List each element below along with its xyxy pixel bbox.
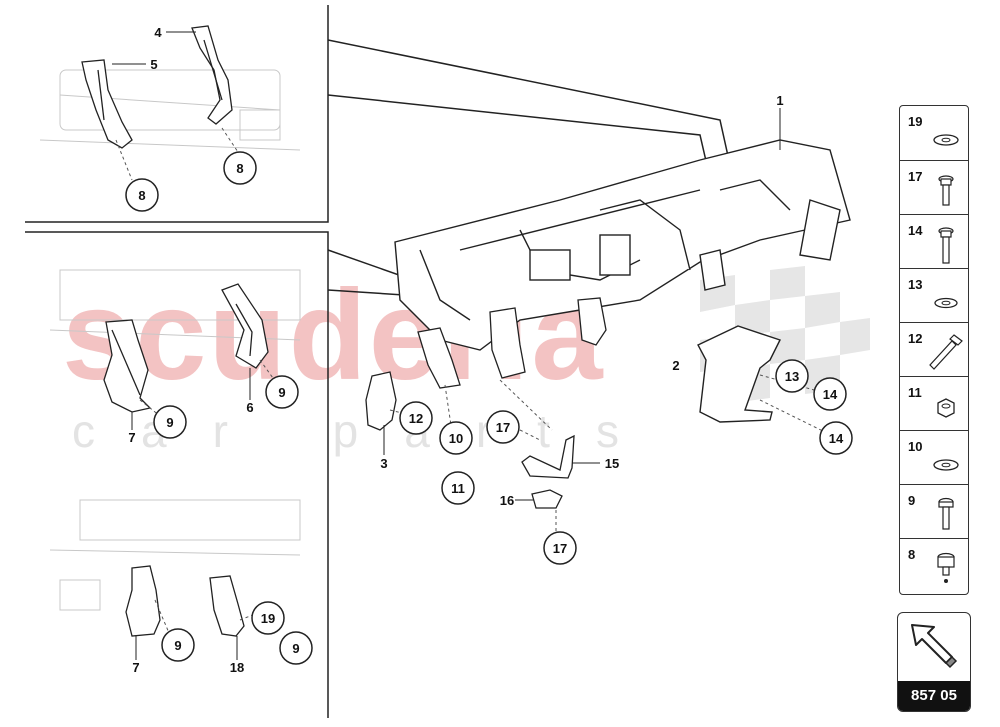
callout-1: 1 bbox=[776, 93, 783, 108]
bolt-flange-icon bbox=[938, 175, 954, 206]
callout-10: 10 bbox=[449, 431, 463, 446]
legend-number: 8 bbox=[908, 547, 916, 562]
callout-12: 12 bbox=[409, 411, 423, 426]
callout-9b: 9 bbox=[166, 415, 173, 430]
fastener-legend-panel: 19 17 14 13 12 1 bbox=[899, 105, 969, 595]
callout-14a: 14 bbox=[823, 387, 838, 402]
legend-number: 17 bbox=[908, 169, 923, 184]
callout-13: 13 bbox=[785, 369, 799, 384]
legend-number: 12 bbox=[908, 331, 923, 346]
cross-member-part-1 bbox=[394, 139, 851, 351]
callout-4: 4 bbox=[154, 25, 162, 40]
duct-part-7-lower bbox=[125, 565, 161, 637]
callout-2: 2 bbox=[672, 358, 679, 373]
navigation-box[interactable]: 857 05 bbox=[897, 612, 971, 712]
arrow-up-left-icon[interactable] bbox=[906, 619, 962, 675]
legend-number: 10 bbox=[908, 439, 923, 454]
callout-17b: 17 bbox=[553, 541, 567, 556]
legend-cell-9[interactable]: 9 bbox=[900, 484, 968, 539]
callout-plain-labels: 4 5 1 2 3 6 7 7 18 15 16 bbox=[128, 25, 783, 675]
legend-cell-14[interactable]: 14 bbox=[900, 214, 968, 269]
callout-9a: 9 bbox=[278, 385, 285, 400]
legend-number: 19 bbox=[908, 114, 923, 129]
legend-cell-12[interactable]: 12 bbox=[900, 322, 968, 377]
solid-leader-lines bbox=[112, 31, 781, 660]
duct-part-6 bbox=[221, 283, 269, 369]
hinge-part-3 bbox=[365, 371, 397, 431]
callout-18: 18 bbox=[230, 660, 244, 675]
legend-cell-19[interactable]: 19 bbox=[900, 106, 968, 160]
callout-6: 6 bbox=[246, 400, 253, 415]
legend-cell-10[interactable]: 10 bbox=[900, 430, 968, 485]
callout-circles bbox=[125, 151, 853, 665]
legend-number: 14 bbox=[908, 223, 923, 238]
legend-cell-11[interactable]: 11 bbox=[900, 376, 968, 431]
screw-icon bbox=[938, 497, 954, 530]
inset-background-sketch bbox=[39, 69, 301, 611]
legend-number: 9 bbox=[908, 493, 916, 508]
callout-14b: 14 bbox=[829, 431, 844, 446]
inset-frame-top bbox=[25, 5, 329, 223]
callout-15: 15 bbox=[605, 456, 619, 471]
callout-5: 5 bbox=[150, 57, 157, 72]
legend-cell-8[interactable]: 8 bbox=[900, 538, 968, 593]
callout-9d: 9 bbox=[292, 641, 299, 656]
callout-circle-labels: 8 8 9 9 9 19 9 12 10 11 17 17 13 14 14 bbox=[138, 161, 844, 656]
callout-8b: 8 bbox=[236, 161, 243, 176]
callout-19: 19 bbox=[261, 611, 275, 626]
callout-3: 3 bbox=[380, 456, 387, 471]
washer-icon bbox=[934, 297, 958, 309]
washer-icon bbox=[933, 134, 959, 146]
legend-cell-17[interactable]: 17 bbox=[900, 160, 968, 215]
bracket-part-5 bbox=[81, 59, 133, 149]
bolt-long-icon bbox=[938, 227, 954, 264]
duct-part-10 bbox=[417, 297, 607, 389]
washer-icon bbox=[933, 459, 959, 471]
bracket-part-15 bbox=[521, 434, 575, 479]
callout-8a: 8 bbox=[138, 188, 145, 203]
callout-11: 11 bbox=[451, 481, 465, 496]
callout-9c: 9 bbox=[174, 638, 181, 653]
hex-nut-icon bbox=[937, 398, 955, 418]
legend-cell-13[interactable]: 13 bbox=[900, 268, 968, 323]
callout-7a: 7 bbox=[128, 430, 135, 445]
cap-nut-icon bbox=[937, 552, 955, 583]
callout-7b: 7 bbox=[132, 660, 139, 675]
support-bracket-part-2 bbox=[697, 325, 781, 423]
legend-number: 11 bbox=[908, 385, 922, 400]
bracket-part-4 bbox=[191, 25, 233, 125]
legend-number: 13 bbox=[908, 277, 923, 292]
page-code: 857 05 bbox=[898, 681, 970, 711]
long-bolt-icon bbox=[929, 334, 963, 370]
callout-16: 16 bbox=[500, 493, 514, 508]
duct-part-18 bbox=[209, 575, 245, 637]
callout-17a: 17 bbox=[496, 420, 510, 435]
clip-part-16 bbox=[531, 489, 563, 509]
